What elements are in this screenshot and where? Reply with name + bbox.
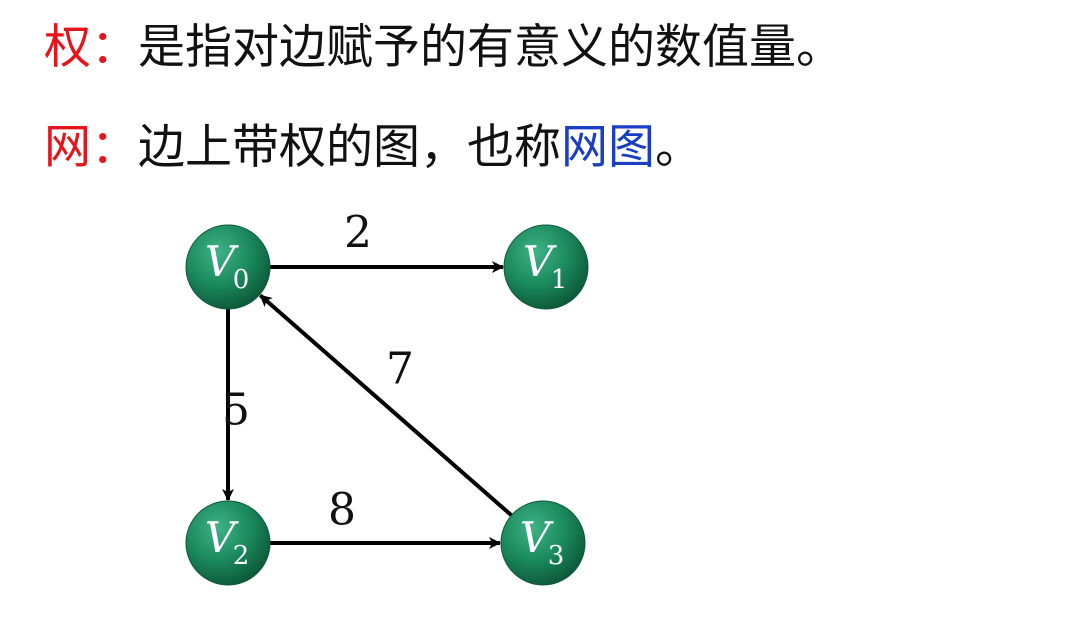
edge-weight-label: 5 bbox=[222, 385, 250, 436]
definition-network: 网：边上带权的图，也称网图。 bbox=[44, 124, 702, 171]
term-weight-colon: ： bbox=[91, 20, 138, 75]
node-v3: V3 bbox=[500, 500, 586, 586]
node-subscript: 2 bbox=[233, 541, 250, 571]
node-v0: V0 bbox=[185, 224, 271, 310]
node-subscript: 3 bbox=[548, 541, 565, 571]
edge-weight-label: 2 bbox=[344, 208, 372, 259]
node-circle bbox=[185, 224, 271, 310]
node-label: V bbox=[205, 513, 239, 562]
edge-weight-label: 7 bbox=[386, 344, 414, 395]
definition-network-text: 边上带权的图，也称 bbox=[138, 120, 561, 175]
edge-v3-v0 bbox=[259, 293, 515, 519]
node-label: V bbox=[205, 237, 239, 286]
edge-weight-label: 8 bbox=[328, 485, 356, 536]
definition-network-period: 。 bbox=[655, 120, 702, 175]
term-network-colon: ： bbox=[91, 120, 138, 175]
network-graph-term: 网图 bbox=[561, 120, 655, 175]
node-v1: V1 bbox=[503, 224, 589, 310]
term-network: 网 bbox=[44, 120, 91, 175]
node-label: V bbox=[523, 237, 557, 286]
term-weight: 权 bbox=[44, 20, 91, 75]
node-circle bbox=[185, 500, 271, 586]
node-circle bbox=[500, 500, 586, 586]
node-subscript: 1 bbox=[551, 265, 568, 295]
node-label: V bbox=[520, 513, 554, 562]
definition-weight: 权：是指对边赋予的有意义的数值量。 bbox=[44, 24, 843, 71]
node-v2: V2 bbox=[185, 500, 271, 586]
definition-weight-text: 是指对边赋予的有意义的数值量。 bbox=[138, 20, 843, 75]
node-subscript: 0 bbox=[233, 265, 250, 295]
node-circle bbox=[503, 224, 589, 310]
